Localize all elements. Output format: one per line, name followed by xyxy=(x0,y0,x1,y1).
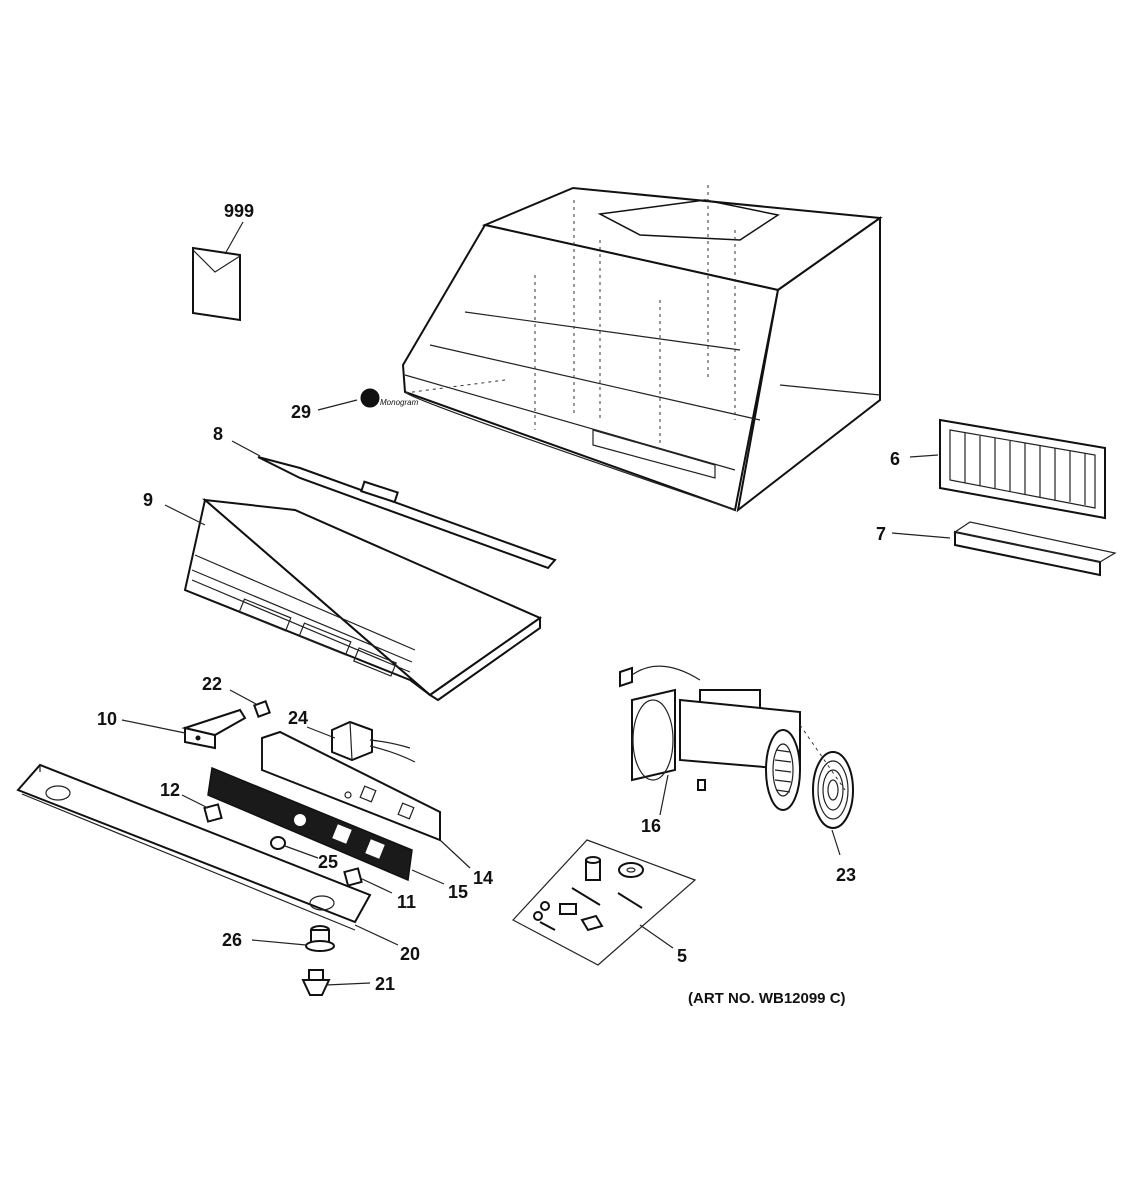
part-999-envelope xyxy=(192,246,241,322)
leader-9 xyxy=(164,504,206,526)
part-21-bulb xyxy=(301,969,331,996)
label-7: 7 xyxy=(876,524,886,544)
leader-12 xyxy=(181,794,209,809)
part-29-nameplate: Monogram xyxy=(360,388,419,408)
part-8-panel xyxy=(257,456,557,570)
label-23: 23 xyxy=(836,865,856,885)
hood-body xyxy=(401,185,883,513)
label-24: 24 xyxy=(288,708,308,728)
part-16-blower xyxy=(619,665,801,811)
leader-8 xyxy=(231,440,261,457)
part-7-tray xyxy=(953,521,1117,577)
leader-26 xyxy=(251,939,307,946)
label-5: 5 xyxy=(677,946,687,966)
label-9: 9 xyxy=(143,490,153,510)
label-21: 21 xyxy=(375,974,395,994)
leader-15 xyxy=(411,869,445,885)
label-14: 14 xyxy=(473,868,493,888)
label-25: 25 xyxy=(318,852,338,872)
part-23-grille xyxy=(799,724,854,829)
leader-5 xyxy=(639,924,674,949)
leader-7 xyxy=(891,532,951,539)
part-9-liner xyxy=(183,498,543,702)
label-6: 6 xyxy=(890,449,900,469)
label-999: 999 xyxy=(224,201,254,221)
leader-24 xyxy=(306,726,336,739)
part-25-knob xyxy=(270,836,286,850)
svg-text:Monogram: Monogram xyxy=(380,398,419,407)
leader-20 xyxy=(354,924,399,946)
part-5-hardware-kit xyxy=(512,839,697,966)
leader-25 xyxy=(284,845,319,859)
label-26: 26 xyxy=(222,930,242,950)
part-15-control-panel xyxy=(207,766,413,882)
leader-999 xyxy=(224,221,244,255)
part-20-rail xyxy=(16,763,372,931)
leader-11 xyxy=(359,877,393,894)
leader-21 xyxy=(325,982,371,986)
label-8: 8 xyxy=(213,424,223,444)
label-10: 10 xyxy=(97,709,117,729)
part-11-switch xyxy=(343,867,363,887)
label-12: 12 xyxy=(160,780,180,800)
label-22: 22 xyxy=(202,674,222,694)
leader-29 xyxy=(317,399,358,411)
label-20: 20 xyxy=(400,944,420,964)
art-number: (ART NO. WB12099 C) xyxy=(688,990,846,1007)
part-14-control-box xyxy=(261,730,441,842)
leader-14 xyxy=(439,839,471,869)
leader-23 xyxy=(831,829,841,856)
leader-10 xyxy=(121,719,186,734)
leader-6 xyxy=(909,454,939,458)
leader-22 xyxy=(229,689,257,705)
part-12-switch xyxy=(203,803,223,823)
leader-16 xyxy=(659,774,669,816)
part-24-terminal xyxy=(331,720,416,763)
label-15: 15 xyxy=(448,882,468,902)
label-11: 11 xyxy=(397,892,416,912)
part-22-switch xyxy=(253,700,271,718)
label-16: 16 xyxy=(641,816,661,836)
label-29: 29 xyxy=(291,402,311,422)
part-10-bracket xyxy=(181,708,247,750)
part-6-filter xyxy=(939,418,1106,520)
part-26-socket xyxy=(305,925,335,952)
